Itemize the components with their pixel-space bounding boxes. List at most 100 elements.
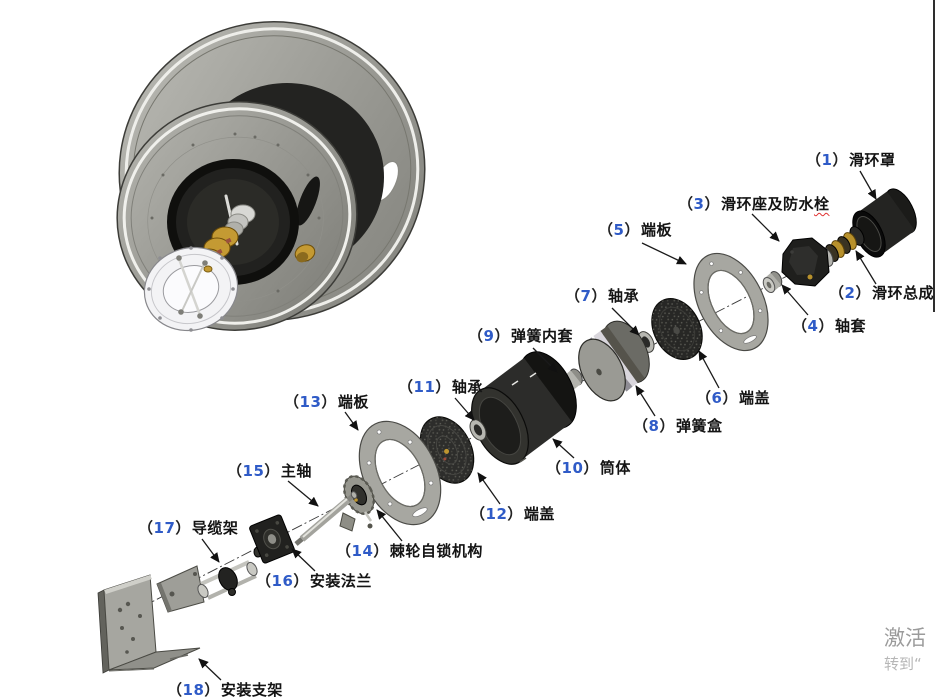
open-paren: （ (167, 681, 183, 699)
part-label-11: （11）轴承 (398, 377, 483, 397)
part-name: 轴套 (834, 317, 866, 335)
flange-slot-hole (296, 176, 320, 226)
part-graphic-6-end-cap (651, 298, 703, 360)
part-graphic-5-end-plate (693, 252, 769, 352)
part-graphic-1-slip-ring-cover (852, 188, 917, 258)
open-paren: （ (468, 327, 484, 345)
part-name: 端盖 (738, 389, 770, 407)
drum-gold-connector (294, 244, 316, 263)
part-graphic-4-shaft-sleeve (762, 271, 783, 293)
part-label-2: （2）滑环总成 (829, 283, 934, 303)
part-label-7: （7）轴承 (565, 286, 639, 306)
open-paren: （ (138, 519, 154, 537)
part-graphic-14-ratchet-lock (339, 474, 375, 532)
part-name: 弹簧盒 (675, 417, 723, 435)
close-paren: ） (494, 327, 510, 345)
part-name: 安装支架 (220, 681, 283, 699)
close-paren: ） (293, 572, 309, 590)
part-label-16: （16）安装法兰 (256, 571, 372, 591)
page-edge-line (933, 0, 935, 312)
leader-arrow-1 (859, 170, 877, 200)
part-name: 棘轮自锁机构 (389, 542, 483, 560)
open-paren: （ (696, 389, 712, 407)
open-paren: （ (284, 393, 300, 411)
part-label-14: （14）棘轮自锁机构 (336, 541, 483, 561)
part-number: 14 (351, 542, 374, 560)
part-label-1: （1）滑环罩 (806, 150, 895, 170)
leader-arrow-9 (532, 347, 558, 373)
leader-arrow-17 (201, 538, 220, 563)
part-number: 18 (182, 681, 205, 699)
leader-arrow-12 (477, 472, 501, 505)
part-number: 8 (648, 417, 660, 435)
part-number: 11 (413, 378, 436, 396)
open-paren: （ (565, 287, 581, 305)
part-name: 滑环总成 (871, 284, 934, 302)
part-name: 筒体 (599, 459, 631, 477)
part-number: 17 (153, 519, 176, 537)
part-label-4: （4）轴套 (792, 316, 866, 336)
open-paren: （ (336, 542, 352, 560)
close-paren: ） (373, 542, 389, 560)
close-paren: ） (659, 417, 675, 435)
part-graphic-10-drum (471, 351, 577, 465)
part-name: 弹簧内套 (510, 327, 573, 345)
leader-arrow-10 (552, 438, 575, 459)
part-graphic-17-cable-guide (156, 560, 258, 613)
open-paren: （ (829, 284, 845, 302)
part-number: 7 (580, 287, 592, 305)
part-number: 9 (483, 327, 495, 345)
part-number: 4 (807, 317, 819, 335)
part-number: 5 (613, 221, 625, 239)
part-label-5: （5）端板 (598, 220, 672, 240)
close-paren: ） (591, 287, 607, 305)
part-name: 轴承 (451, 378, 483, 396)
open-paren: （ (227, 462, 243, 480)
part-label-6: （6）端盖 (696, 388, 770, 408)
leader-arrow-13 (344, 411, 359, 431)
part-label-18: （18）安装支架 (167, 680, 283, 700)
part-number: 3 (693, 195, 705, 213)
part-name: 滑环座及防水栓 (720, 195, 830, 213)
close-paren: ） (583, 459, 599, 477)
open-paren: （ (806, 151, 822, 169)
leader-arrow-14 (376, 509, 403, 542)
watermark-line-2: 转到“ (884, 655, 922, 673)
part-number: 1 (821, 151, 833, 169)
leader-arrow-15 (287, 480, 319, 507)
part-label-8: （8）弹簧盒 (633, 416, 722, 436)
leader-arrow-6 (698, 350, 720, 389)
open-paren: （ (678, 195, 694, 213)
part-name: 主轴 (280, 462, 312, 480)
leader-arrows (198, 170, 877, 681)
part-label-17: （17）导缆架 (138, 518, 238, 538)
part-name: 轴承 (607, 287, 639, 305)
part-name: 滑环罩 (848, 151, 896, 169)
part-number: 16 (271, 572, 294, 590)
open-paren: （ (633, 417, 649, 435)
leader-arrow-7 (611, 307, 640, 336)
open-paren: （ (398, 378, 414, 396)
open-paren: （ (470, 505, 486, 523)
misspell-underlined-char: 栓 (813, 195, 830, 213)
part-number: 6 (711, 389, 723, 407)
part-number: 13 (299, 393, 322, 411)
close-paren: ） (175, 519, 191, 537)
part-graphic-8-spring-box (578, 320, 650, 402)
part-graphic-15-main-shaft (294, 491, 358, 546)
close-paren: ） (321, 393, 337, 411)
part-number: 10 (561, 459, 584, 477)
leader-arrow-5 (641, 242, 687, 265)
leader-arrow-18 (198, 658, 222, 681)
open-paren: （ (546, 459, 562, 477)
assembled-reel-graphic (116, 21, 426, 332)
part-name: 端盖 (523, 505, 555, 523)
part-graphic-16-mounting-flange (249, 514, 295, 564)
part-graphic-18-mounting-bracket (97, 574, 201, 674)
close-paren: ） (855, 284, 871, 302)
close-paren: ） (507, 505, 523, 523)
leader-arrow-11 (454, 397, 475, 421)
part-graphic-3-slip-ring-seat (781, 237, 830, 287)
